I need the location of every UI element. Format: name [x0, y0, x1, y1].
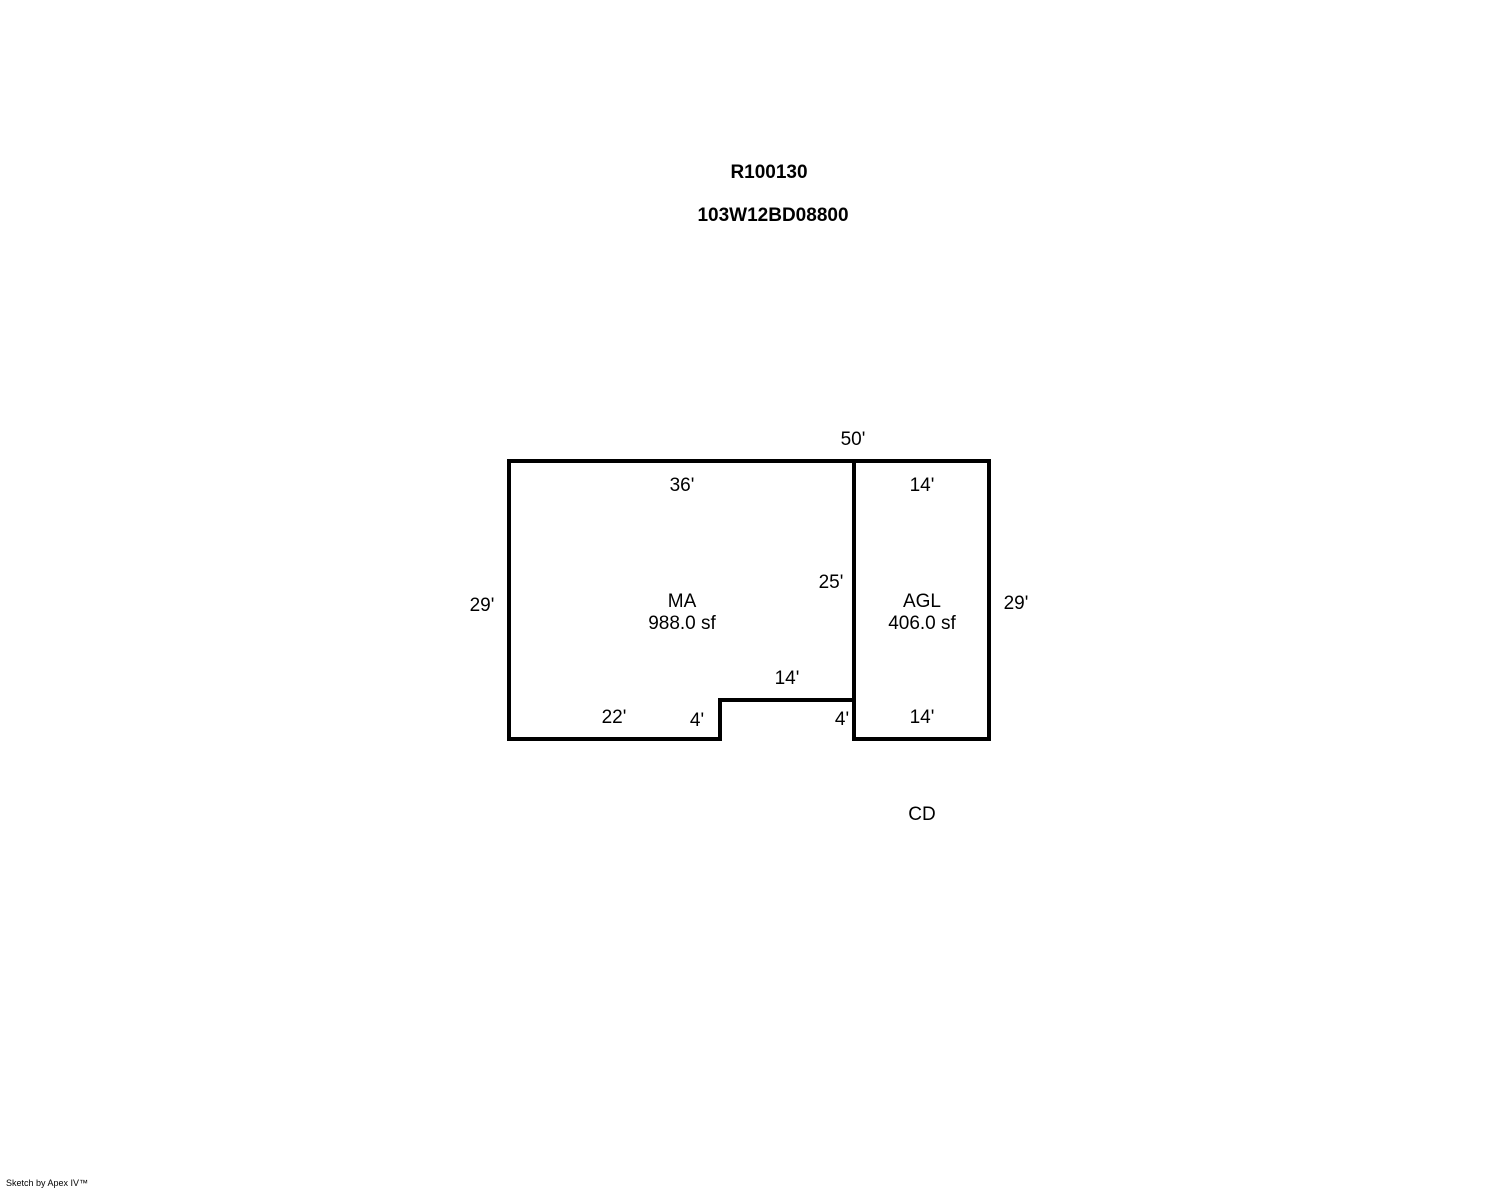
dim-ma-right-upper: 25' [819, 572, 844, 593]
agl-size-label: 406.0 sf [888, 613, 956, 634]
dim-agl-top: 14' [910, 475, 935, 496]
dim-ma-notch-right: 4' [835, 709, 849, 730]
agl-outline [852, 459, 991, 741]
dim-agl-right: 29' [1004, 593, 1029, 614]
dim-overall-width: 50' [841, 429, 866, 450]
ma-code-label: MA [668, 591, 697, 612]
account-id: R100130 [730, 162, 807, 183]
dim-ma-top: 36' [670, 475, 695, 496]
ma-size-label: 988.0 sf [648, 613, 716, 634]
dim-ma-bottom-left: 22' [602, 707, 627, 728]
dim-ma-left: 29' [470, 595, 495, 616]
sketch-credit: Sketch by Apex IV™ [6, 1178, 89, 1188]
dim-ma-notch-top: 14' [775, 668, 800, 689]
agl-code-label: AGL [903, 591, 941, 612]
dim-agl-bottom: 14' [910, 707, 935, 728]
parcel-id: 103W12BD08800 [697, 205, 848, 226]
dim-ma-notch-left: 4' [690, 710, 704, 731]
cd-code-label: CD [908, 804, 935, 825]
